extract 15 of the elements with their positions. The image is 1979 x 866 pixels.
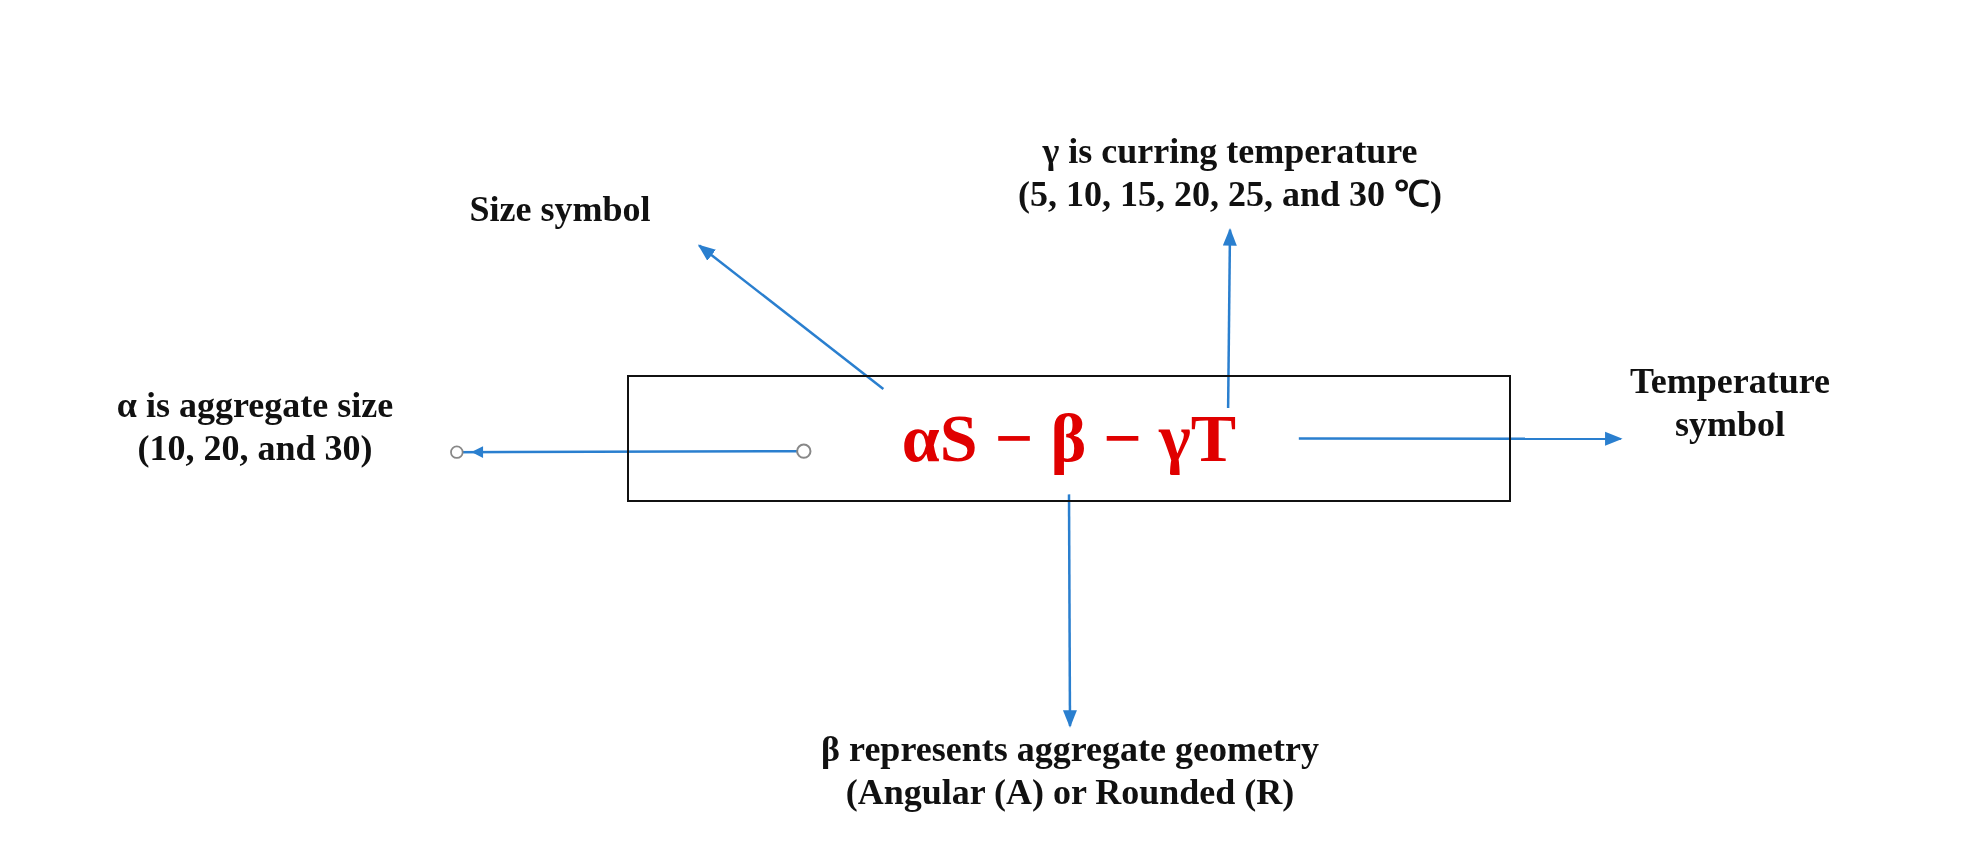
callout-text: β represents aggregate geometry <box>820 728 1320 771</box>
callout-text: Size symbol <box>468 188 652 231</box>
leader-arrow <box>450 443 812 459</box>
formula-text: αS − β − γT <box>901 398 1237 478</box>
callout-text: α is aggregate size <box>115 384 395 427</box>
leader-arrow <box>1062 494 1077 728</box>
callout-text: γ is curring temperature <box>1041 130 1419 173</box>
callout-text: Temperature symbol <box>1629 360 1831 447</box>
callout-note: (10, 20, and 30) <box>136 427 374 471</box>
leader-arrow <box>1222 228 1237 409</box>
callout-note: (5, 10, 15, 20, 25, and 30 ℃) <box>1017 173 1443 217</box>
callout-note: (Angular (A) or Rounded (R) <box>844 771 1296 815</box>
formula-box <box>627 375 1511 502</box>
leader-arrow <box>697 244 885 390</box>
leader-arrow <box>1298 431 1623 446</box>
